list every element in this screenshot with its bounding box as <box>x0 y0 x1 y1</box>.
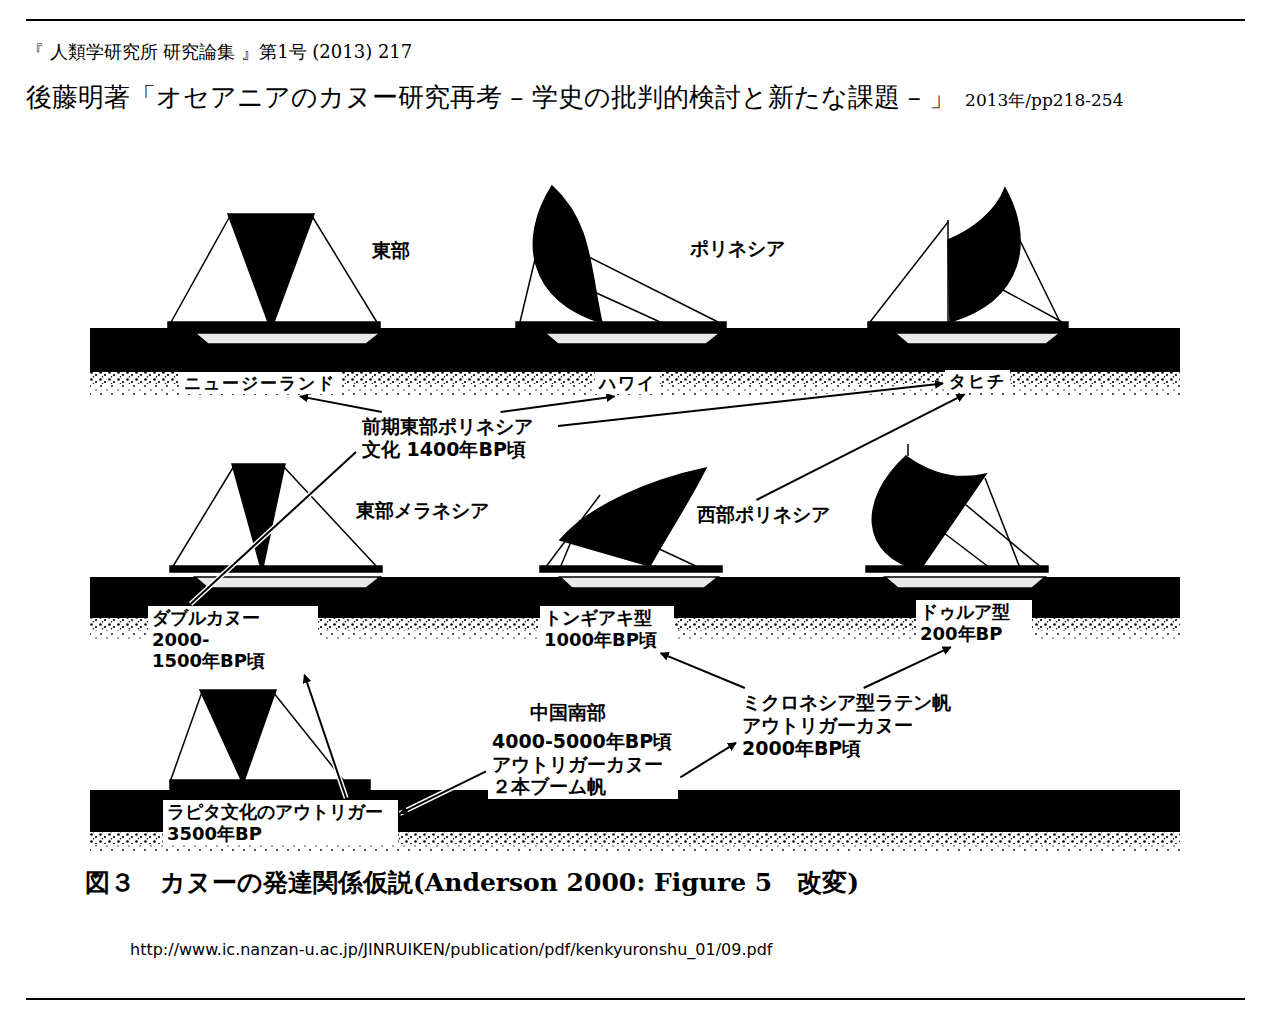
canoe-label: ハワイ <box>599 373 656 393</box>
development-arrow <box>864 647 951 688</box>
arrow-halo <box>661 653 745 688</box>
canoe-label: ニュージーランド <box>184 373 336 393</box>
development-arrow <box>300 396 382 412</box>
arrow-line <box>191 452 357 604</box>
arrow-halo <box>501 396 615 412</box>
canoe-label-box: ドゥルア型 200年BP <box>916 600 1032 645</box>
region-heading: 中国南部 <box>530 701 674 724</box>
canoe-label: 4000-5000年BP頃 アウトリガーカヌー ２本ブーム帆 <box>492 730 674 798</box>
arrow-halo <box>400 771 486 813</box>
arrow-halo <box>191 452 357 604</box>
canoe-label-box: ラピタ文化のアウトリガー 3500年BP <box>163 800 398 845</box>
arrow-line <box>501 396 615 412</box>
region-label: 東部メラネシア <box>356 498 489 524</box>
arrow-halo <box>864 647 951 688</box>
region-label: 東部 <box>372 238 410 264</box>
development-arrow <box>756 394 964 500</box>
development-arrow <box>400 771 486 813</box>
canoe-drua <box>866 444 1048 588</box>
arrow-halo <box>300 396 382 412</box>
canoe-label-box: ハワイ <box>595 372 660 394</box>
development-arrow <box>191 452 357 604</box>
canoe-tongiaki <box>540 468 722 588</box>
canoe-label: トンギアキ型 1000年BP頃 <box>544 607 670 650</box>
arrow-line <box>300 396 382 412</box>
arrow-line <box>400 771 486 813</box>
canoe-label: ミクロネシア型ラテン帆 アウトリガーカヌー 2000年BP頃 <box>742 691 962 759</box>
arrow-halo <box>680 743 736 778</box>
source-pages: 2013年/pp218-254 <box>965 90 1123 110</box>
canoe-label-box: ダブルカヌー 2000-1500年BP頃 <box>148 606 318 673</box>
arrow-halo <box>304 675 346 798</box>
sea-band <box>90 328 1180 852</box>
canoe-new-zealand <box>168 214 380 344</box>
canoe-label: ラピタ文化のアウトリガー 3500年BP <box>167 801 394 844</box>
canoe-hawaii <box>516 186 726 344</box>
canoe-label-box: 前期東部ポリネシア 文化 1400年BP頃 <box>358 414 556 462</box>
development-arrow <box>661 653 745 688</box>
page-rule <box>26 998 1245 1000</box>
title-line: 後藤明著「オセアニアのカヌー研究再考 – 学史の批判的検討と新たな課題 – 」 2… <box>26 80 1123 115</box>
canoe-label: タヒチ <box>949 371 1006 391</box>
region-label: ポリネシア <box>690 236 785 262</box>
canoe-label-box: トンギアキ型 1000年BP頃 <box>540 606 674 651</box>
development-arrow <box>680 743 736 778</box>
journal-header: 『 人類学研究所 研究論集 』第1号 (2013) 217 <box>26 40 412 64</box>
figure-caption: 図３ カヌーの発達関係仮説(Anderson 2000: Figure 5 改変… <box>85 866 859 899</box>
canoe-label-box: タヒチ <box>945 370 1010 392</box>
development-arrow <box>501 396 615 412</box>
title: 後藤明著「オセアニアのカヌー研究再考 – 学史の批判的検討と新たな課題 – 」 <box>26 82 955 112</box>
canoe-label-box: ミクロネシア型ラテン帆 アウトリガーカヌー 2000年BP頃 <box>738 690 966 760</box>
development-arrow <box>304 675 346 798</box>
canoe-label-box: 中国南部 4000-5000年BP頃 アウトリガーカヌー ２本ブーム帆 <box>488 700 678 799</box>
canoe-label: 西部ポリネシア <box>697 503 830 526</box>
canoe-label-box: 西部ポリネシア <box>693 502 834 527</box>
arrow-line <box>864 647 951 688</box>
canoe-label: 前期東部ポリネシア 文化 1400年BP頃 <box>362 415 552 461</box>
canoe-tahiti <box>868 188 1068 344</box>
arrow-line <box>680 743 736 778</box>
arrow-line <box>661 653 745 688</box>
arrow-halo <box>756 394 964 500</box>
canoe-label-box: ニュージーランド <box>180 372 340 394</box>
page-rule <box>26 19 1245 21</box>
arrow-line <box>304 675 346 798</box>
source-url: http://www.ic.nanzan-u.ac.jp/JINRUIKEN/p… <box>130 940 772 959</box>
arrow-line <box>756 394 964 500</box>
canoe-label: ダブルカヌー 2000-1500年BP頃 <box>152 607 314 672</box>
canoe-label: ドゥルア型 200年BP <box>920 601 1028 644</box>
